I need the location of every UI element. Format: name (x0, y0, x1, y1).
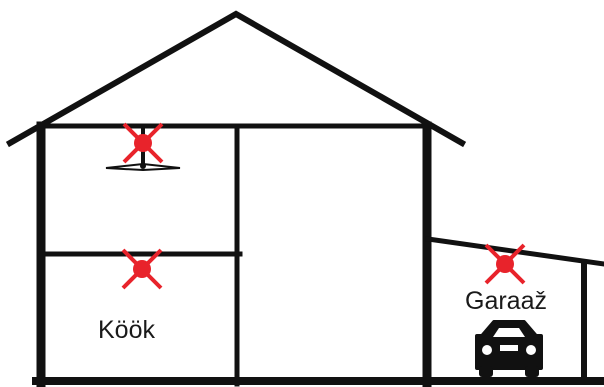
cross-marker-icon (484, 243, 526, 285)
kitchen-label: Köök (98, 316, 155, 344)
cross-marker-icon (122, 122, 164, 164)
cross-marker-icon (121, 248, 163, 290)
car-icon (475, 320, 543, 377)
main-roof (5, 10, 467, 148)
garage-label: Garaaž (465, 287, 547, 315)
